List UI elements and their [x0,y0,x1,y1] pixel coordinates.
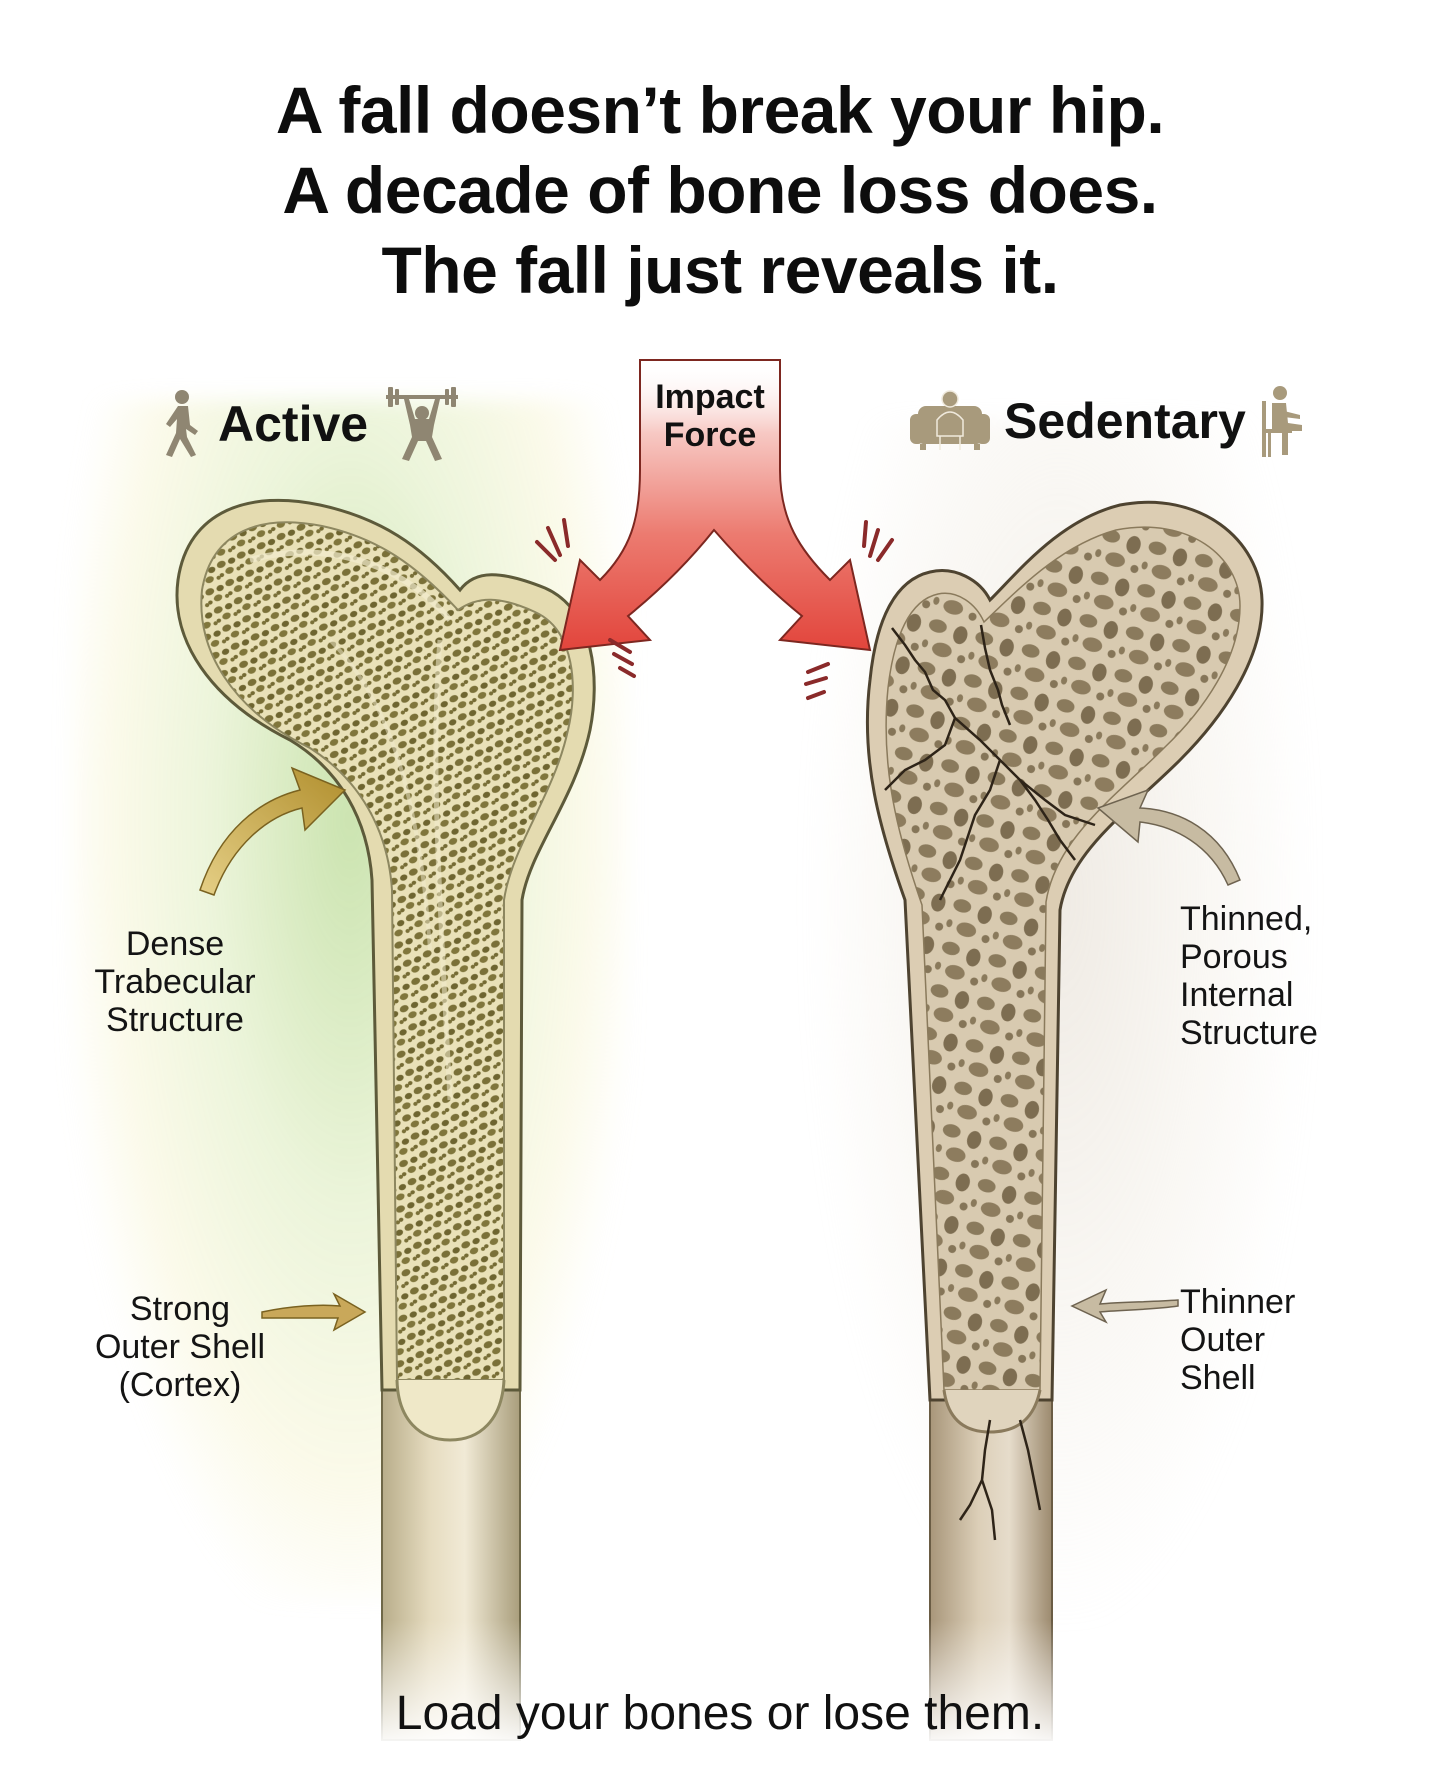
thinner-shell-label: Thinner Outer Shell [1180,1283,1295,1397]
sedentary-title: Sedentary [1004,393,1246,449]
porous-internal-label: Thinned, Porous Internal Structure [1180,900,1318,1052]
porous-label-line-1: Thinned, [1180,900,1313,938]
sedentary-header: Sedentary [910,385,1306,457]
cortex-label-line-2: Outer Shell [94,1328,266,1366]
split-arrow-icon [558,359,872,652]
impact-burst-left-icon [535,518,636,678]
strong-cortex-arrow-icon [261,1292,367,1332]
shell-label-line-2: Outer [1180,1321,1266,1359]
headline-line-2: A decade of bone loss does. [282,153,1158,227]
active-header: Active [160,385,462,463]
shell-label-line-1: Thinner [1180,1283,1296,1321]
impact-label-line-1: Impact [655,378,765,416]
strong-cortex-label: Strong Outer Shell (Cortex) [60,1290,300,1404]
headline-line-3: The fall just reveals it. [381,233,1059,307]
weightlifter-icon [382,385,462,463]
porous-label-line-4: Structure [1180,1014,1318,1052]
dense-label-line-3: Structure [106,1001,244,1039]
porous-label-line-3: Internal [1180,976,1294,1014]
headline: A fall doesn’t break your hip. A decade … [0,70,1440,310]
tagline: Load your bones or lose them. [395,1687,1045,1740]
sedentary-femur [865,500,1264,1750]
cortex-label-line-1: Strong [129,1290,231,1328]
seated-person-icon [1260,385,1306,457]
dense-trabecular-arrow-icon [199,766,347,896]
impact-force-label: Impact Force [640,378,780,454]
porous-label-line-2: Porous [1180,938,1288,976]
cortex-label-line-3: (Cortex) [118,1366,242,1404]
impact-burst-right-icon [804,520,894,700]
fracture-cracks [884,624,1096,1541]
active-title: Active [218,396,369,452]
dense-label-line-2: Trabecular [94,963,256,1001]
dense-label-line-1: Dense [125,925,225,963]
impact-force-arrows [535,359,894,700]
porous-internal-arrow-icon [1096,788,1241,886]
impact-label-line-2: Force [663,416,757,454]
dense-trabecular-label: Dense Trabecular Structure [60,925,290,1039]
walking-person-icon [160,389,204,459]
thinner-shell-arrow-icon [1070,1288,1179,1324]
active-femur [175,498,596,1750]
person-on-couch-icon [910,390,990,452]
shell-label-line-3: Shell [1180,1359,1256,1397]
headline-line-1: A fall doesn’t break your hip. [275,73,1165,147]
